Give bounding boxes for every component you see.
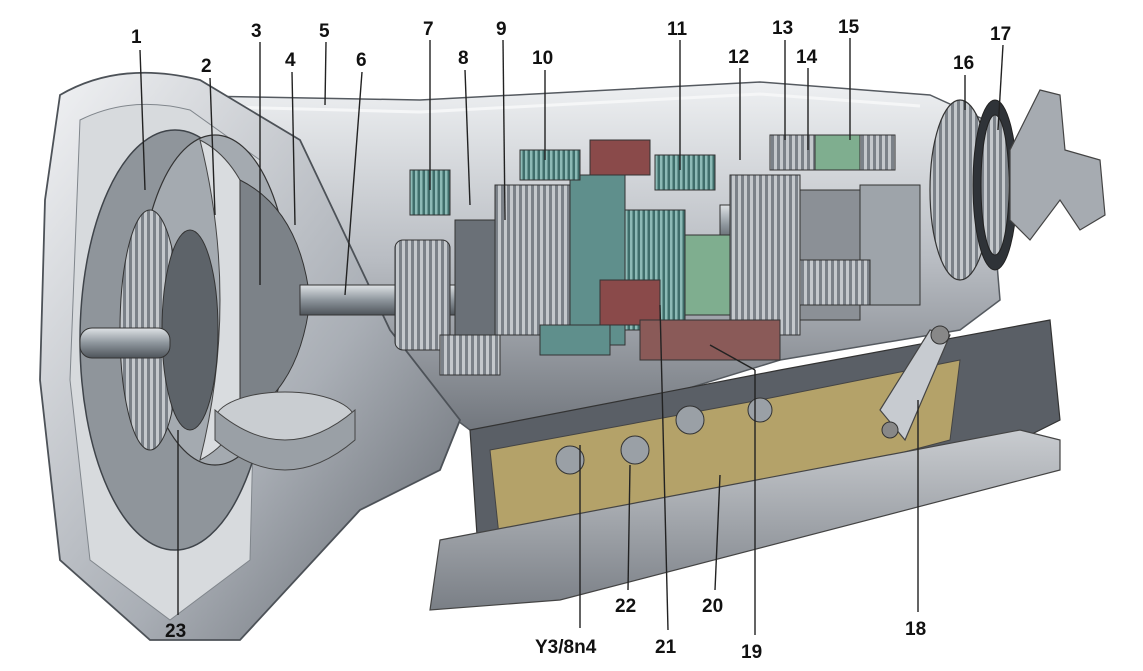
leader-line-5 xyxy=(324,41,327,106)
callout-4: 4 xyxy=(285,50,296,71)
callout-11: 11 xyxy=(667,19,688,40)
leader-line-20 xyxy=(714,474,721,591)
leader-line-17 xyxy=(997,44,1004,131)
leader-lines xyxy=(139,38,1004,635)
leader-line-21 xyxy=(659,304,669,631)
callout-14: 14 xyxy=(796,47,818,68)
leader-line-19b xyxy=(709,344,756,371)
callout-13: 13 xyxy=(772,18,793,39)
callout-19: 19 xyxy=(741,642,762,663)
leader-line-2 xyxy=(209,77,216,216)
valve-body-and-pan xyxy=(429,319,1061,611)
callout-8: 8 xyxy=(458,48,469,69)
leader-line-6 xyxy=(344,71,363,296)
callout-6: 6 xyxy=(356,50,367,71)
callout-9: 9 xyxy=(496,19,507,40)
planetary-gear-sets xyxy=(394,134,921,376)
callout-3: 3 xyxy=(251,21,262,42)
selector-lever xyxy=(879,325,951,442)
torque-converter xyxy=(79,134,356,471)
callout-23: 23 xyxy=(165,621,186,642)
callout-10: 10 xyxy=(532,48,553,69)
callout-1: 1 xyxy=(131,27,142,48)
callout-17: 17 xyxy=(990,24,1011,45)
leader-line-9 xyxy=(502,39,506,221)
callout-labels: 1 2 3 4 5 6 7 8 9 10 11 12 13 14 15 16 1… xyxy=(131,17,1011,663)
callout-12: 12 xyxy=(728,47,749,68)
callout-18: 18 xyxy=(905,619,926,640)
leader-line-1 xyxy=(139,49,146,191)
leader-line-22 xyxy=(627,464,631,591)
leader-line-8 xyxy=(464,69,471,206)
output-section xyxy=(929,89,1106,281)
callout-y3-8n4: Y3/8n4 xyxy=(535,637,597,658)
leader-line-4 xyxy=(291,71,296,226)
callout-20: 20 xyxy=(702,596,723,617)
callout-5: 5 xyxy=(319,21,330,42)
callout-22: 22 xyxy=(615,596,636,617)
callout-21: 21 xyxy=(655,637,677,658)
callout-16: 16 xyxy=(953,53,974,74)
callout-2: 2 xyxy=(201,56,212,77)
callout-15: 15 xyxy=(838,17,860,38)
callout-7: 7 xyxy=(423,19,434,40)
